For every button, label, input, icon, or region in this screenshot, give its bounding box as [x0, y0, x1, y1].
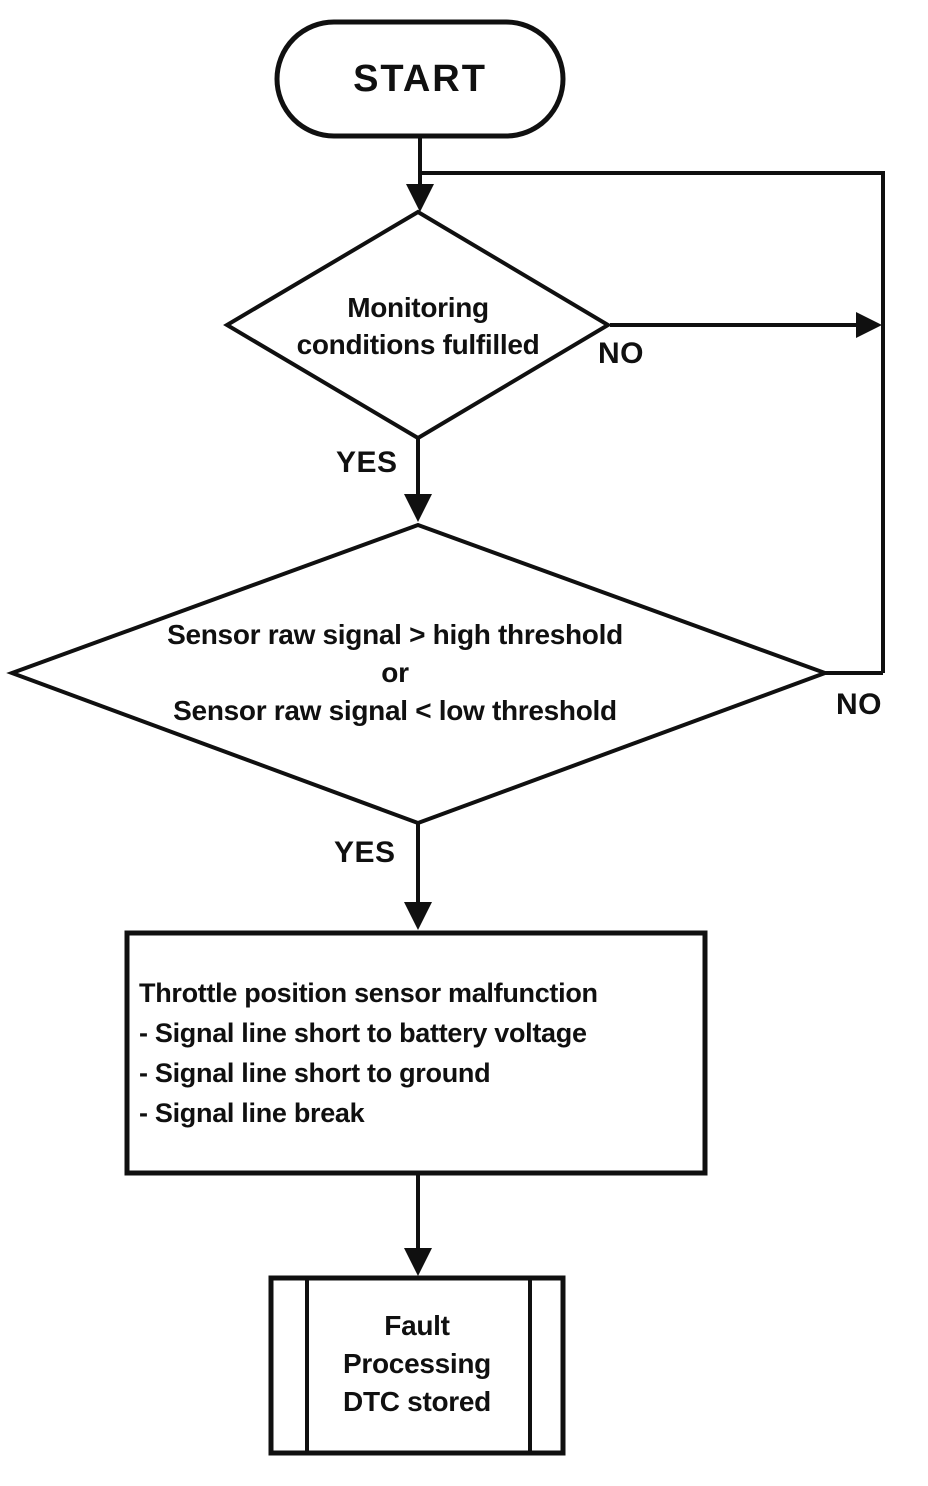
arrowhead-into-malfunction-box: [404, 902, 432, 930]
arrowhead-decision1-no: [856, 312, 882, 338]
decision2-no-label: NO: [836, 688, 882, 721]
decision1-text: Monitoring conditions fulfilled: [258, 289, 578, 363]
arrowhead-into-decision2: [404, 494, 432, 522]
fault-line3: DTC stored: [343, 1386, 491, 1417]
decision2-text: Sensor raw signal > high threshold or Se…: [120, 616, 670, 730]
decision1-line2: conditions fulfilled: [296, 329, 540, 360]
decision2-yes-label: YES: [334, 836, 396, 869]
arrowhead-into-fault-box: [404, 1248, 432, 1276]
decision2-line2: or: [381, 657, 409, 688]
decision2-line3: Sensor raw signal < low threshold: [173, 695, 617, 726]
malfunction-line3: - Signal line short to ground: [139, 1058, 491, 1088]
malfunction-line2: - Signal line short to battery voltage: [139, 1018, 587, 1048]
malfunction-line1: Throttle position sensor malfunction: [139, 978, 598, 1008]
arrowhead-into-decision1: [406, 184, 434, 212]
decision1-yes-label: YES: [336, 446, 398, 479]
fault-box-shape: [268, 1275, 566, 1456]
malfunction-line4: - Signal line break: [139, 1098, 365, 1128]
fault-line2: Processing: [343, 1348, 491, 1379]
decision2-line1: Sensor raw signal > high threshold: [167, 619, 623, 650]
start-label: START: [353, 57, 487, 100]
malfunction-box-text: Throttle position sensor malfunction - S…: [139, 973, 694, 1133]
loopback-line: [420, 171, 885, 673]
start-terminator-shape: [274, 19, 566, 139]
fault-line1: Fault: [384, 1310, 450, 1341]
decision1-no-label: NO: [598, 337, 644, 370]
decision1-line1: Monitoring: [347, 292, 489, 323]
fault-box-text: Fault Processing DTC stored: [271, 1307, 563, 1421]
